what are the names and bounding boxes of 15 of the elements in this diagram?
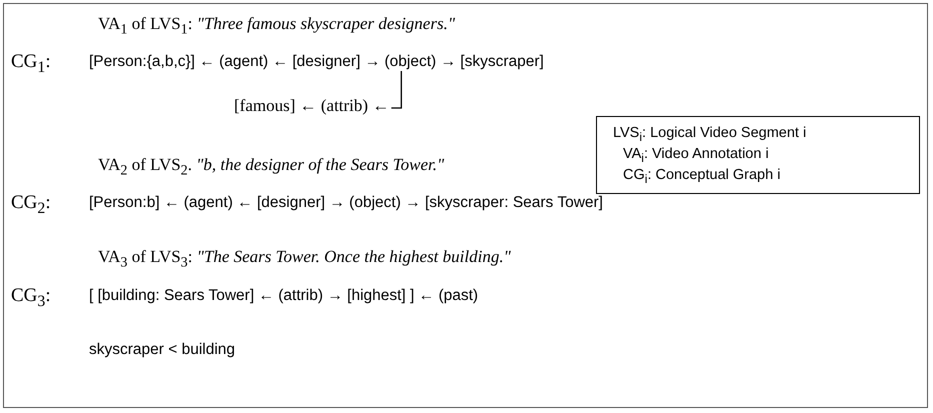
graph-label: CG$_{2}$: xyxy=(11,192,51,218)
annotation-text: VA$_{3}$ of LVS$_{3}$: "The Sears Tower. Once the highest building." xyxy=(98,247,511,272)
type-hierarchy-text: skyscraper < building xyxy=(89,341,236,359)
abbreviation-entry: CG$_{i}$: Conceptual Graph i xyxy=(623,167,780,186)
abbreviation-entry: VA$_{i}$: Video Annotation i xyxy=(623,146,769,165)
annotation-text: VA$_{2}$ of LVS$_{2}$. "b, the designer of the Sears Tower." xyxy=(98,155,444,180)
graph-label: CG$_{3}$: xyxy=(11,285,51,311)
abbreviation-entry: LVS$_{i}$: Logical Video Segment i xyxy=(613,125,806,144)
abbreviation-box xyxy=(596,116,920,194)
conceptual-graph-text: [famous] ← (attrib) ← xyxy=(234,96,390,116)
conceptual-graph-text: [Person:b] ← (agent) ← [designer] → (object) → [skyscraper: Sears Tower] xyxy=(89,194,603,212)
graph-label: CG$_{1}$: xyxy=(11,51,51,77)
conceptual-graph-text: [Person:{a,b,c}] ← (agent) ← [designer] → (object) → [skyscraper] xyxy=(89,53,544,71)
annotation-text: VA$_{1}$ of LVS$_{1}$: "Three famous skyscraper designers." xyxy=(98,14,455,38)
conceptual-graph-text: [ [building: Sears Tower] ← (attrib) → [highest] ] ← (past) xyxy=(89,287,478,305)
